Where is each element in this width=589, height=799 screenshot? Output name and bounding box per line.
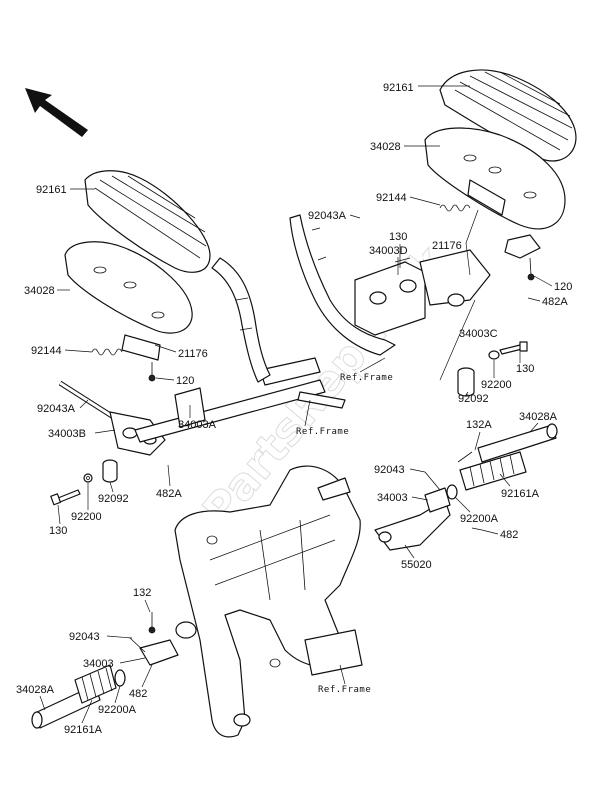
- label-55020: 55020: [401, 559, 432, 571]
- footboard-bracket-right: [504, 234, 541, 281]
- leader-lines: [39, 85, 553, 724]
- holder-right: [354, 249, 491, 336]
- footboard-pad-left: [84, 170, 211, 273]
- ref-frame-center: Ref.Frame: [296, 427, 349, 437]
- clip-482-right: [471, 527, 483, 531]
- label-92144-left: 92144: [31, 345, 62, 357]
- bolt-130-right: [499, 341, 528, 355]
- main-frame: [174, 465, 363, 738]
- spring-right: [439, 204, 471, 212]
- label-120-right: 120: [554, 281, 572, 293]
- ref-frame-lower: Ref.Frame: [318, 685, 371, 695]
- label-34028-right: 34028: [370, 141, 401, 153]
- label-92043-right: 92043: [374, 464, 405, 476]
- label-92092-right: 92092: [458, 393, 489, 405]
- frame-section-center: [211, 257, 271, 383]
- label-120-left: 120: [176, 375, 194, 387]
- label-21176-left: 21176: [178, 348, 208, 360]
- pin-92043-right: [424, 471, 441, 491]
- label-34003-right: 34003: [377, 492, 408, 504]
- collar-left: [83, 459, 118, 483]
- collar-right: [457, 350, 500, 397]
- label-92043A-right: 92043A: [308, 210, 347, 222]
- label-92043A-left: 92043A: [37, 403, 76, 415]
- label-130-right: 130: [516, 363, 534, 375]
- label-92200A-left: 92200A: [98, 704, 137, 716]
- label-482-right: 482: [500, 529, 518, 541]
- label-92161-left: 92161: [36, 184, 67, 196]
- passenger-peg-left: [31, 664, 126, 729]
- peg-bracket-right: [374, 487, 451, 551]
- ref-frame-upper-right: Ref.Frame: [340, 373, 393, 383]
- label-482A-left: 482A: [156, 488, 182, 500]
- label-92161A-right: 92161A: [501, 488, 540, 500]
- footboard-left: [64, 241, 193, 361]
- label-34028A-right: 34028A: [519, 411, 558, 423]
- label-482A-right: 482A: [542, 296, 568, 308]
- bolt-120-left: [148, 362, 156, 382]
- label-92200-right: 92200: [481, 379, 512, 391]
- label-130-upper: 130: [389, 231, 407, 243]
- label-34028-left: 34028: [24, 285, 55, 297]
- bolt-132A: [457, 451, 473, 463]
- label-482-left: 482: [129, 688, 147, 700]
- label-34003B: 34003B: [48, 428, 86, 440]
- label-92200-left: 92200: [71, 511, 102, 523]
- pivot-pin-right: [309, 217, 431, 261]
- label-92043-left: 92043: [69, 631, 100, 643]
- label-132-left: 132: [133, 587, 151, 599]
- label-132A: 132A: [466, 419, 492, 431]
- label-130-left: 130: [49, 525, 67, 537]
- crossbar-shaft: [134, 357, 346, 443]
- passenger-peg-right: [446, 423, 558, 500]
- label-92200A-right: 92200A: [460, 513, 499, 525]
- label-34003-left: 34003: [83, 658, 114, 670]
- footboard-right: [424, 127, 566, 230]
- label-92161A-left: 92161A: [64, 724, 103, 736]
- part-number-labels: 92161 34028 92144 92043A 130 34003D 2117…: [16, 82, 572, 736]
- label-34028A-left: 34028A: [16, 684, 55, 696]
- label-92161-right: 92161: [383, 82, 414, 94]
- peg-holder-left: [129, 612, 179, 666]
- bolt-130-left: [50, 489, 81, 506]
- frame-section-right: [289, 214, 396, 356]
- label-34003C: 34003C: [459, 328, 498, 340]
- spring-left: [91, 348, 123, 356]
- label-21176-right: 21176: [432, 240, 462, 252]
- front-direction-arrow-icon: [25, 88, 88, 137]
- label-34003D: 34003D: [369, 245, 408, 257]
- label-92144-right: 92144: [376, 192, 407, 204]
- label-92092-left: 92092: [98, 493, 129, 505]
- label-34003A: 34003A: [178, 419, 217, 431]
